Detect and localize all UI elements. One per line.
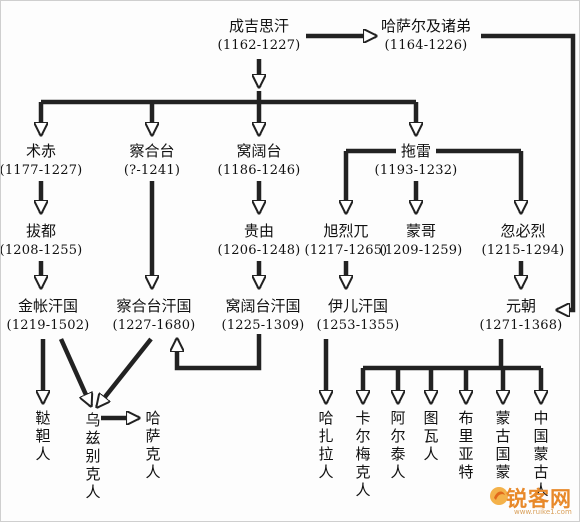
node-years: (1227-1680)	[112, 318, 196, 333]
watermark-logo: 锐客网 www.ruike1.com	[488, 481, 578, 516]
node-years: (1217-1265)	[304, 243, 388, 258]
node-jochi: 术赤 (1177-1227)	[0, 141, 83, 181]
edge-chagatai-uzbek	[97, 337, 153, 407]
people-mongolia-mongol: 蒙古国蒙	[495, 409, 511, 481]
node-name: 伊儿汗国	[327, 297, 388, 315]
node-name: 拖雷	[400, 142, 431, 160]
node-ogedei-khanate: 窝阔台汗国 (1225-1309)	[222, 296, 305, 336]
node-tolui: 拖雷 (1193-1232)	[375, 141, 458, 181]
edge-ogedei-khanate-merge	[177, 334, 262, 371]
node-name: 拔都	[25, 222, 56, 240]
node-hulagu: 旭烈兀 (1217-1265)	[305, 221, 388, 261]
node-name: 旭烈兀	[323, 222, 369, 240]
node-golden-horde: 金帐汗国 (1219-1502)	[7, 296, 90, 336]
node-name: 哈萨尔及诸弟	[380, 17, 472, 35]
node-years: (1206-1248)	[217, 243, 301, 258]
node-name: 忽必烈	[500, 222, 546, 240]
people-buryat: 布里亚特	[458, 409, 474, 481]
node-guyuk: 贵由 (1206-1248)	[218, 221, 301, 261]
node-genghis: 成吉思汗 (1162-1227)	[218, 16, 301, 56]
node-name: 察合台汗国	[116, 297, 192, 315]
node-mongke: 蒙哥 (1209-1259)	[380, 221, 463, 261]
watermark-text: 锐客网	[506, 487, 572, 511]
edge-hasar-yuan	[481, 33, 576, 310]
node-hasar: 哈萨尔及诸弟 (1164-1226)	[381, 16, 471, 56]
node-years: (1219-1502)	[6, 318, 90, 333]
people-altai: 阿尔泰人	[390, 409, 406, 481]
node-name: 成吉思汗	[228, 17, 289, 35]
people-tuvan: 图瓦人	[423, 409, 439, 463]
watermark-icon	[490, 487, 508, 505]
edge-golden-uzbek	[58, 338, 91, 406]
node-years: (1164-1226)	[384, 38, 468, 53]
node-kublai: 忽必烈 (1215-1294)	[482, 221, 565, 261]
people-tatar: 鞑靼人	[35, 409, 51, 463]
node-years: (1208-1255)	[0, 243, 83, 258]
node-years: (?-1241)	[123, 163, 181, 178]
node-name: 元朝	[505, 297, 536, 315]
node-chagatai-khanate: 察合台汗国 (1227-1680)	[113, 296, 196, 336]
node-years: (1215-1294)	[481, 243, 565, 258]
node-name: 蒙哥	[405, 222, 436, 240]
node-years: (1162-1227)	[217, 38, 301, 53]
node-name: 窝阔台	[236, 142, 282, 160]
node-name: 贵由	[243, 222, 274, 240]
node-years: (1225-1309)	[221, 318, 305, 333]
node-chagatai: 察合台 (?-1241)	[124, 141, 180, 181]
node-years: (1253-1355)	[316, 318, 400, 333]
people-uzbek: 乌兹别克人	[85, 411, 101, 501]
node-yuan: 元朝 (1271-1368)	[480, 296, 563, 336]
node-ogedei: 窝阔台 (1186-1246)	[218, 141, 301, 181]
people-china-mongol: 中国蒙古人	[533, 409, 549, 499]
watermark-subtext: www.ruike1.com	[514, 508, 572, 516]
node-name: 金帐汗国	[17, 297, 78, 315]
node-name: 察合台	[129, 142, 175, 160]
node-name: 窝阔台汗国	[225, 297, 301, 315]
node-ilkhanate: 伊儿汗国 (1253-1355)	[317, 296, 400, 336]
people-hazara: 哈扎拉人	[318, 409, 334, 481]
node-years: (1193-1232)	[374, 163, 458, 178]
node-years: (1271-1368)	[479, 318, 563, 333]
people-kalmyk: 卡尔梅克人	[355, 409, 371, 499]
node-batu: 拔都 (1208-1255)	[0, 221, 83, 261]
node-years: (1177-1227)	[0, 163, 83, 178]
node-name: 术赤	[25, 142, 56, 160]
node-years: (1186-1246)	[217, 163, 301, 178]
node-years: (1209-1259)	[379, 243, 463, 258]
people-kazakh: 哈萨克人	[145, 409, 161, 481]
